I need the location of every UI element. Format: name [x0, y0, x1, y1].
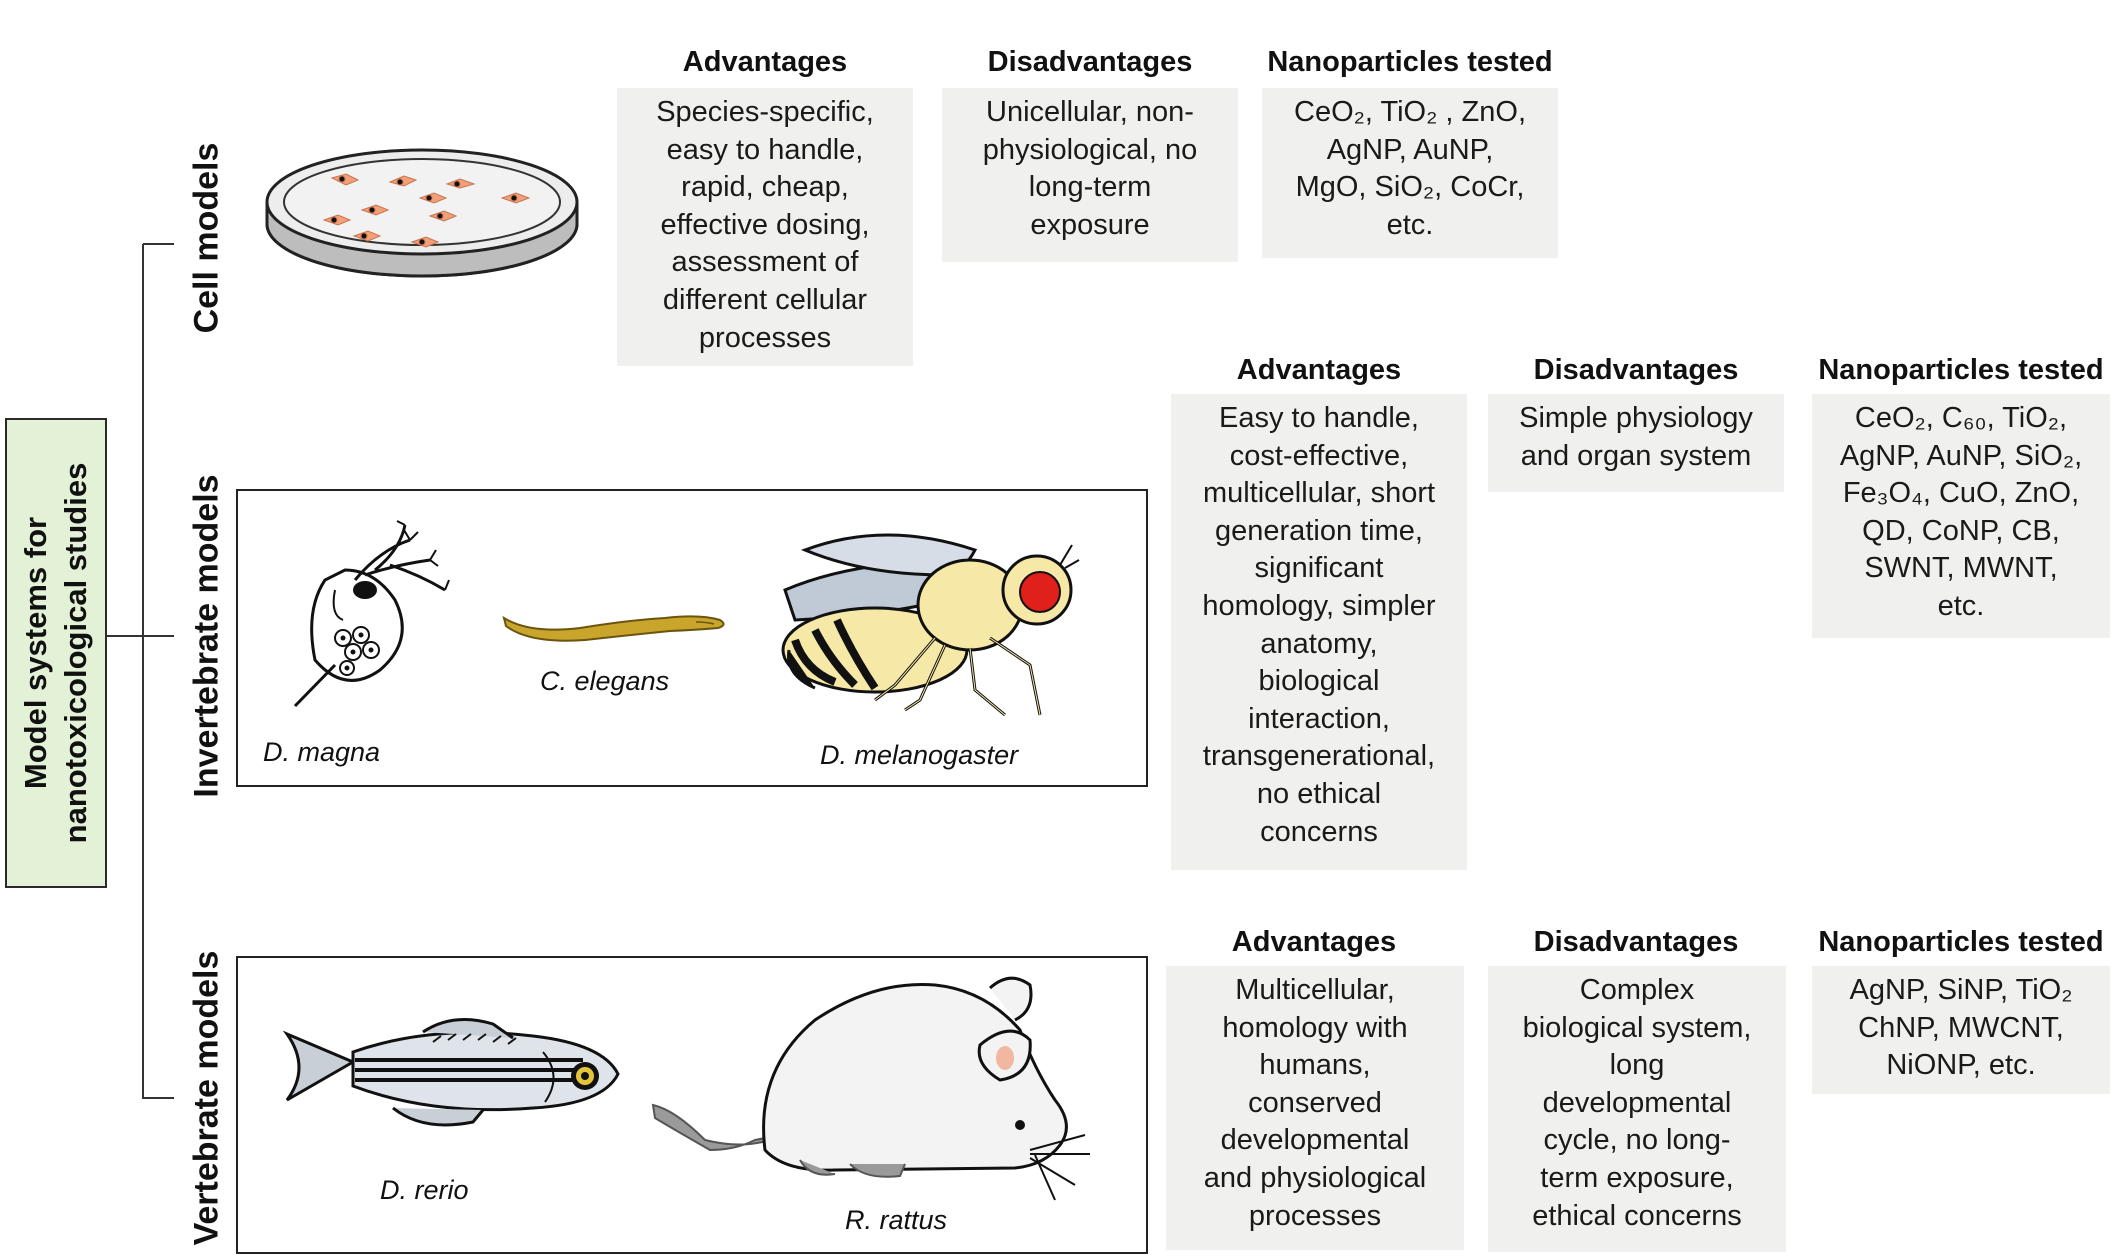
- invertebrate-advantages-line: anatomy,: [1260, 627, 1378, 660]
- cell-nanoparticles-line: etc.: [1386, 208, 1434, 241]
- vertebrate-disadvantages-line: developmental: [1542, 1086, 1732, 1119]
- cell-advantages-line: Species-specific,: [656, 96, 874, 128]
- drosophila-illustration: [781, 533, 1080, 717]
- vertebrate-advantages-line: and physiological: [1203, 1161, 1427, 1194]
- cell-disadvantages-line: exposure: [1030, 208, 1150, 241]
- invertebrate-advantages-line: significant: [1254, 552, 1384, 585]
- invertebrate-nanoparticles-line: SWNT, MWNT,: [1864, 552, 2058, 585]
- vertebrate-disadvantages-line: long: [1609, 1049, 1665, 1082]
- invertebrate-advantages-line: concerns: [1260, 815, 1378, 848]
- root-label: Model systems for nanotoxicological stud…: [16, 463, 96, 844]
- invertebrate-advantages-line: generation time,: [1215, 514, 1423, 547]
- invertebrate-nanoparticles-line: Fe₃O₄, CuO, ZnO,: [1842, 477, 2080, 510]
- cell-advantages-line: rapid, cheap,: [681, 171, 849, 204]
- invertebrate-advantages-line: cost-effective,: [1229, 439, 1409, 472]
- invertebrate-advantages-line: biological: [1258, 665, 1380, 698]
- cell-disadvantages-line: long-term: [1028, 171, 1152, 204]
- invertebrate-advantages-line: homology, simpler: [1202, 589, 1436, 622]
- c-elegans-illustration: [502, 615, 725, 642]
- vertebrate-advantages-box: Multicellular, homology with humans, con…: [1166, 966, 1464, 1250]
- invertebrate-advantages-title: Advantages: [1236, 354, 1402, 386]
- vertebrate-nanoparticles-line: NiONP, etc.: [1886, 1049, 2036, 1082]
- cell-nanoparticles-line: MgO, SiO₂, CoCr,: [1295, 171, 1525, 204]
- invertebrate-nanoparticles-box: CeO₂, C₆₀, TiO₂, AgNP, AuNP, SiO₂, Fe₃O₄…: [1812, 394, 2110, 638]
- cell-nanoparticles-line: CeO₂, TiO₂ , ZnO,: [1294, 96, 1526, 128]
- cell-models-label: Cell models: [187, 142, 226, 334]
- invertebrate-advantages-box: Easy to handle, cost-effective, multicel…: [1171, 394, 1467, 870]
- cell-advantages-line: different cellular: [662, 283, 868, 316]
- cell-disadvantages-line: Unicellular, non-: [986, 96, 1194, 128]
- vertebrate-advantages-line: homology with: [1222, 1011, 1408, 1044]
- root-label-line2: nanotoxicological studies: [58, 462, 93, 844]
- cell-nanoparticles-line: AgNP, AuNP,: [1326, 133, 1494, 166]
- rat-illustration: [651, 976, 1090, 1201]
- invertebrate-disadvantages-line: Simple physiology: [1519, 402, 1753, 434]
- species-d-melanogaster: D. melanogaster: [820, 740, 1019, 770]
- root-label-line1: Model systems for: [18, 516, 53, 790]
- cell-advantages-title: Advantages: [682, 46, 848, 78]
- species-d-magna: D. magna: [263, 737, 381, 767]
- vertebrate-disadvantages-title: Disadvantages: [1533, 926, 1739, 958]
- species-d-rerio: D. rerio: [380, 1175, 469, 1205]
- zebrafish-illustration: [282, 1018, 620, 1127]
- vertebrate-nanoparticles-title: Nanoparticles tested: [1818, 926, 2104, 958]
- species-r-rattus: R. rattus: [845, 1205, 948, 1235]
- invertebrate-advantages-line: no ethical: [1256, 777, 1382, 810]
- invertebrate-advantages-line: multicellular, short: [1202, 477, 1436, 510]
- vertebrate-nanoparticles-line: AgNP, SiNP, TiO₂: [1849, 974, 2073, 1006]
- cell-disadvantages-box: Unicellular, non- physiological, no long…: [942, 88, 1238, 262]
- cell-advantages-line: processes: [698, 321, 832, 354]
- vertebrate-disadvantages-box: Complex biological system, long developm…: [1488, 966, 1786, 1252]
- root-box: [5, 418, 107, 888]
- vertebrate-nanoparticles-line: ChNP, MWCNT,: [1858, 1011, 2064, 1044]
- invertebrate-advantages-line: Easy to handle,: [1219, 402, 1419, 434]
- vertebrate-disadvantages-line: ethical concerns: [1532, 1199, 1742, 1232]
- cell-advantages-line: assessment of: [671, 246, 859, 279]
- cell-advantages-box: Species-specific, easy to handle, rapid,…: [617, 88, 913, 366]
- vertebrate-advantages-line: conserved: [1248, 1086, 1382, 1119]
- vertebrate-disadvantages-line: biological system,: [1522, 1011, 1752, 1044]
- invertebrate-advantages-line: interaction,: [1248, 702, 1390, 735]
- invertebrate-advantages-line: transgenerational,: [1202, 740, 1436, 773]
- invertebrate-nanoparticles-line: QD, CoNP, CB,: [1862, 514, 2060, 547]
- cell-disadvantages-title: Disadvantages: [987, 46, 1193, 78]
- vertebrate-advantages-line: developmental: [1220, 1124, 1410, 1157]
- daphnia-illustration: [293, 520, 450, 708]
- invertebrate-nanoparticles-title: Nanoparticles tested: [1818, 354, 2104, 386]
- vertebrate-advantages-line: processes: [1248, 1199, 1382, 1232]
- invertebrate-disadvantages-title: Disadvantages: [1533, 354, 1739, 386]
- cell-nanoparticles-title: Nanoparticles tested: [1267, 46, 1553, 78]
- species-c-elegans: C. elegans: [540, 666, 670, 696]
- invertebrate-disadvantages-line: and organ system: [1520, 439, 1752, 472]
- cell-nanoparticles-box: CeO₂, TiO₂ , ZnO, AgNP, AuNP, MgO, SiO₂,…: [1262, 88, 1558, 258]
- vertebrate-advantages-line: humans,: [1259, 1049, 1371, 1082]
- vertebrate-models-label: Vertebrate models: [187, 950, 226, 1246]
- invertebrate-nanoparticles-line: etc.: [1937, 589, 1985, 622]
- vertebrate-nanoparticles-box: AgNP, SiNP, TiO₂ ChNP, MWCNT, NiONP, etc…: [1812, 966, 2110, 1094]
- vertebrate-disadvantages-line: Complex: [1579, 974, 1695, 1006]
- cell-advantages-line: easy to handle,: [666, 133, 864, 166]
- cell-advantages-line: effective dosing,: [660, 208, 870, 241]
- invertebrate-nanoparticles-line: CeO₂, C₆₀, TiO₂,: [1854, 402, 2068, 434]
- invertebrate-disadvantages-box: Simple physiology and organ system: [1488, 394, 1784, 492]
- invertebrate-models-label: Invertebrate models: [187, 474, 226, 798]
- cell-disadvantages-line: physiological, no: [982, 133, 1198, 166]
- petri-dish-illustration: [265, 148, 579, 278]
- invertebrate-nanoparticles-line: AgNP, AuNP, SiO₂,: [1839, 439, 2083, 472]
- vertebrate-disadvantages-line: cycle, no long-: [1543, 1124, 1731, 1157]
- vertebrate-advantages-line: Multicellular,: [1235, 974, 1395, 1006]
- vertebrate-advantages-title: Advantages: [1231, 926, 1397, 958]
- vertebrate-disadvantages-line: term exposure,: [1540, 1161, 1734, 1194]
